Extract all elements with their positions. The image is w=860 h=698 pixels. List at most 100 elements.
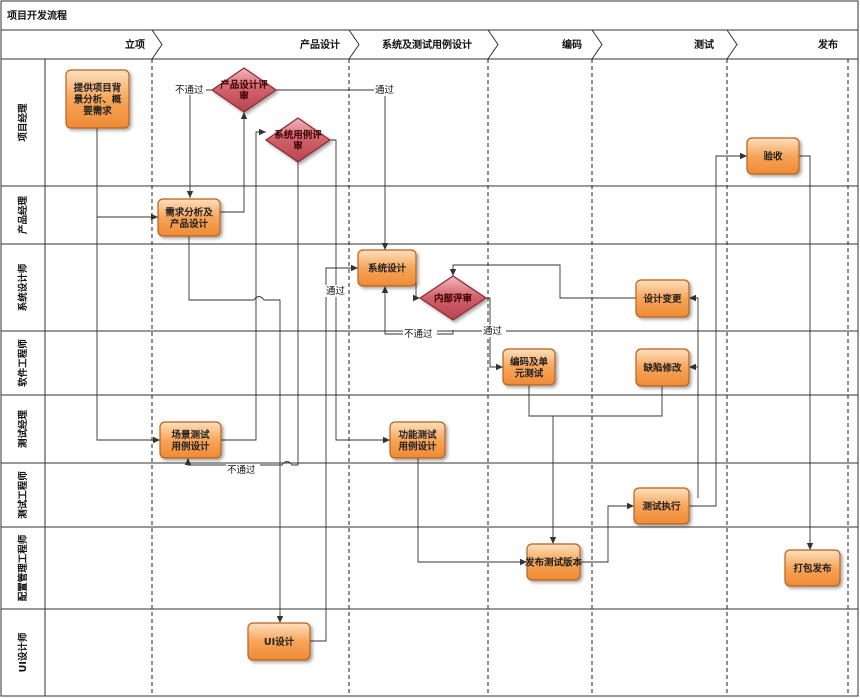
process-box-shape — [635, 348, 690, 387]
process-box-shape — [502, 348, 556, 386]
process-box-label: 编码及单 — [510, 356, 549, 368]
process-box[interactable]: UI设计 — [247, 622, 311, 661]
role-label: 软件工程师 — [17, 339, 29, 387]
edge-b9-d3 — [449, 264, 636, 299]
edge-b2-d1 — [220, 112, 248, 213]
phase-label: 立项 — [125, 38, 145, 51]
role-label: UI设计师 — [17, 632, 29, 672]
edge-label-fail-3: 不通过 — [404, 328, 433, 340]
process-box[interactable]: 发布测试版本 — [524, 543, 583, 581]
process-box-label: 系统设计 — [368, 263, 407, 275]
process-box[interactable]: 验收 — [746, 137, 800, 175]
process-box-shape — [159, 421, 222, 459]
decision-diamond[interactable]: 内部评审 — [418, 275, 488, 321]
decision-label: 审 — [239, 90, 249, 102]
process-box-shape — [157, 198, 221, 237]
process-box-shape — [247, 622, 311, 661]
edge-b7-b8 — [528, 385, 557, 544]
edge-b6-b8 — [417, 458, 527, 566]
role-label: 系统设计师 — [17, 263, 29, 311]
process-box-shape — [635, 279, 690, 318]
process-box-shape — [389, 421, 446, 459]
process-box-label: 验收 — [763, 151, 783, 163]
process-box-shape — [357, 249, 417, 287]
process-box-label: 要需求 — [83, 105, 112, 117]
process-box[interactable]: 测试执行 — [633, 487, 690, 525]
process-box-label: 功能测试 — [398, 429, 437, 441]
phase-header — [151, 29, 738, 60]
process-box-label: 设计变更 — [643, 293, 682, 305]
edge-label-pass-2: 通过 — [326, 285, 346, 297]
phase-chevron — [487, 29, 499, 60]
process-box-label: 打包发布 — [793, 563, 832, 575]
phase-label: 系统及测试用例设计 — [382, 38, 472, 51]
edge-b12-b13 — [799, 155, 814, 550]
decision-label: 系统用例评 — [274, 129, 322, 141]
edge-b10-b8 — [553, 386, 663, 417]
process-box-label: 用例设计 — [170, 440, 210, 452]
edge-d2-fail — [184, 162, 299, 466]
process-box[interactable]: 打包发布 — [784, 549, 841, 587]
decision-label: 内部评审 — [434, 293, 472, 305]
process-box-label: 提供项目背 — [74, 82, 122, 94]
edge-b11-b12 — [689, 152, 747, 507]
phase-label: 产品设计 — [300, 38, 340, 51]
process-box-label: 发布测试版本 — [524, 557, 583, 569]
role-label: 产品经理 — [17, 196, 29, 235]
phase-label: 编码 — [562, 38, 582, 51]
edge-label-pass-3: 通过 — [483, 325, 503, 337]
decision-shape — [210, 67, 278, 113]
process-box-label: UI设计 — [264, 636, 295, 648]
edge-b8-b11 — [580, 502, 634, 563]
process-box-shape — [526, 543, 581, 581]
role-label: 测试工程师 — [17, 471, 29, 519]
process-box-shape — [784, 549, 841, 587]
role-label: 配置管理工程师 — [17, 534, 29, 601]
edge-b1-b3 — [96, 217, 160, 444]
process-box-shape — [65, 69, 130, 129]
diagram-title: 项目开发流程 — [7, 9, 67, 22]
phase-chevron — [591, 29, 603, 60]
phase-label: 测试 — [694, 38, 714, 51]
edge-label-pass-1: 通过 — [375, 84, 395, 96]
edge-labels: 不通过 通过 通过 不通过 通过 不通过 — [175, 83, 506, 476]
decision-label: 审 — [293, 140, 303, 152]
connectors — [96, 89, 814, 642]
process-box-label: 场景测试 — [171, 429, 210, 441]
decision-shape — [264, 117, 332, 163]
phase-chevron — [151, 29, 163, 60]
process-box[interactable]: 设计变更 — [635, 279, 690, 318]
process-box-label: 缺陷修改 — [642, 362, 682, 374]
edge-label-fail-1: 不通过 — [175, 84, 204, 96]
phase-chevron — [348, 29, 360, 60]
decision-label: 产品设计评 — [220, 79, 268, 91]
process-box-shape — [746, 137, 800, 175]
phase-chevron — [726, 29, 738, 60]
edge-b2-b4 — [188, 236, 284, 623]
process-box-label: 景分析、概 — [73, 94, 122, 106]
decision-shape — [418, 275, 488, 321]
edge-b3-d2 — [221, 128, 266, 441]
phase-labels: 立项 产品设计 系统及测试用例设计 编码 测试 发布 — [125, 38, 838, 51]
process-box[interactable]: 缺陷修改 — [635, 348, 690, 387]
phase-label: 发布 — [817, 38, 838, 51]
edge-b4-b5 — [310, 264, 358, 642]
role-label: 项目经理 — [17, 103, 29, 142]
process-box-label: 产品设计 — [170, 218, 209, 230]
process-box-label: 测试执行 — [642, 501, 681, 513]
phase-dividers — [151, 59, 849, 696]
process-box-shape — [633, 487, 690, 525]
process-box-label: 用例设计 — [397, 440, 437, 452]
process-box[interactable]: 系统设计 — [357, 249, 417, 287]
